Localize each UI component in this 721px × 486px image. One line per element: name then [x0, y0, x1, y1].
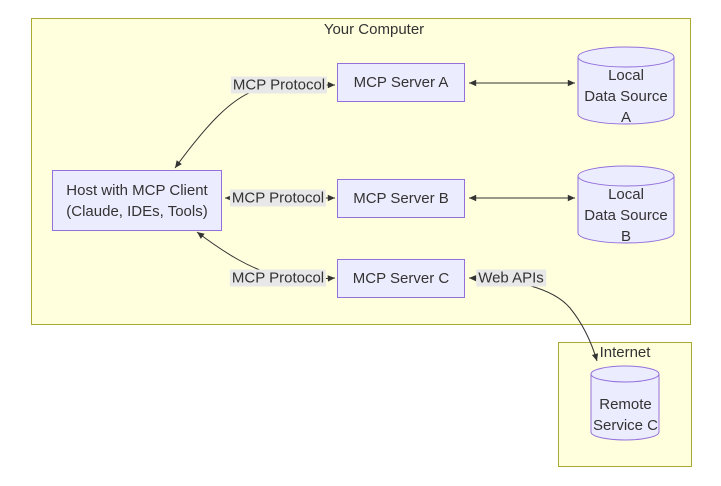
edge-label-mcp-protocol-b: MCP Protocol	[229, 189, 327, 207]
edge-host-server-a	[174, 81, 336, 169]
edge-label-mcp-protocol-a: MCP Protocol	[230, 76, 328, 94]
cylinder-remote-service-c	[590, 365, 660, 441]
node-datasource-b: Local Data Source B	[578, 185, 674, 245]
edge-label-mcp-protocol-c: MCP Protocol	[229, 269, 327, 287]
node-remote-service-c-line1: Remote	[599, 396, 652, 413]
edge-label-web-apis: Web APIs	[476, 269, 546, 287]
node-host: Host with MCP Client (Claude, IDEs, Tool…	[52, 170, 222, 231]
node-datasource-b-line1: Local	[608, 185, 644, 203]
node-remote-service-c-line2: Service C	[592, 417, 659, 434]
node-datasource-b-line2: Data Source B	[584, 206, 668, 245]
node-server-a: MCP Server A	[337, 63, 465, 102]
node-server-b-label: MCP Server B	[353, 190, 449, 207]
node-server-b: MCP Server B	[337, 179, 465, 218]
node-server-a-label: MCP Server A	[353, 74, 449, 91]
node-host-line2: (Claude, IDEs, Tools)	[66, 202, 208, 220]
container-internet-label: Internet	[599, 344, 651, 361]
node-datasource-a-line1: Local	[608, 66, 644, 84]
node-server-c: MCP Server C	[337, 259, 465, 298]
node-datasource-a: Local Data Source A	[578, 66, 674, 126]
node-datasource-a-line2: Data Source A	[584, 87, 668, 126]
container-your-computer-label: Your Computer	[323, 21, 425, 38]
cylinder-datasource-a	[577, 46, 675, 125]
node-server-c-label: MCP Server C	[352, 270, 450, 287]
node-host-line1: Host with MCP Client	[66, 181, 208, 199]
cylinder-datasource-b	[577, 165, 675, 244]
node-remote-service-c: Remote Service C	[591, 390, 660, 440]
